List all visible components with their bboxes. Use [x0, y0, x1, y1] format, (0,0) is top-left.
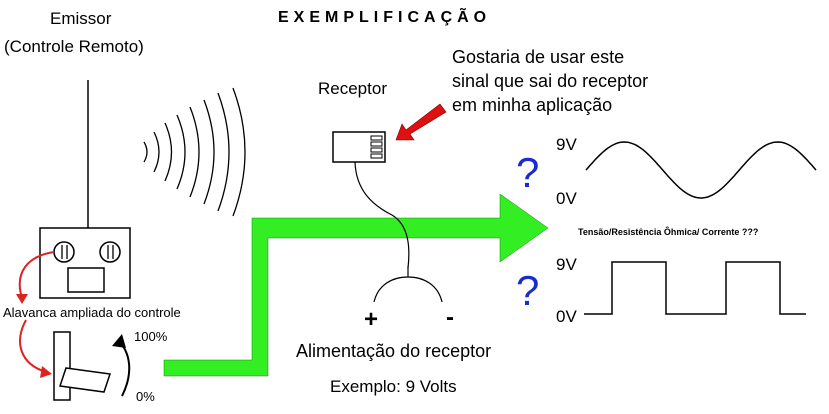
green-arrow — [163, 193, 549, 377]
lever-max-label: 100% — [134, 329, 168, 344]
receiver-wire — [354, 161, 410, 269]
square-high-label: 9V — [556, 255, 577, 274]
label-to-lever-arrow — [19, 319, 47, 373]
lever-label: Alavanca ampliada do controle — [3, 305, 181, 320]
power-label: Alimentação do receptor — [296, 341, 492, 361]
square-wave — [584, 261, 806, 315]
lever-base — [53, 331, 71, 401]
lever-direction-arrow — [117, 339, 131, 397]
emitter-label: Emissor — [50, 9, 112, 28]
emitter-sublabel: (Controle Remoto) — [4, 37, 144, 56]
lever-arm — [59, 367, 111, 393]
knob-to-label-arrow — [18, 251, 55, 299]
square-low-label: 0V — [556, 307, 577, 326]
question-line-1: Gostaria de usar este — [452, 47, 625, 67]
knob-arrow-head — [16, 294, 28, 304]
remote-right-knob — [99, 241, 121, 263]
receiver-pins — [370, 135, 383, 159]
radio-waves — [143, 87, 246, 217]
question-line-2: sinal que sai do receptor — [452, 71, 649, 91]
question-mark-top: ? — [516, 149, 540, 196]
remote-display — [67, 267, 105, 293]
question-mark-bottom: ? — [516, 267, 540, 314]
power-minus-sign: - — [446, 304, 454, 331]
lever-min-label: 0% — [136, 389, 155, 404]
power-example: Exemplo: 9 Volts — [330, 377, 457, 396]
signal-caption: Tensão/Resistência Ôhmica/ Corrente ??? — [578, 227, 759, 237]
question-line-3: em minha aplicação — [452, 95, 613, 115]
sine-low-label: 0V — [556, 189, 577, 208]
power-plus-sign: + — [364, 306, 379, 333]
power-fork — [373, 276, 443, 303]
page-title: EXEMPLIFICAÇÃO — [278, 9, 492, 26]
sine-wave — [585, 141, 817, 199]
red-pointer-arrow — [395, 103, 447, 141]
lever-direction-arrow-head — [112, 334, 126, 348]
lever-arrow-head — [40, 366, 52, 378]
remote-left-knob — [53, 241, 75, 263]
receiver-label: Receptor — [318, 79, 387, 98]
sine-high-label: 9V — [556, 135, 577, 154]
